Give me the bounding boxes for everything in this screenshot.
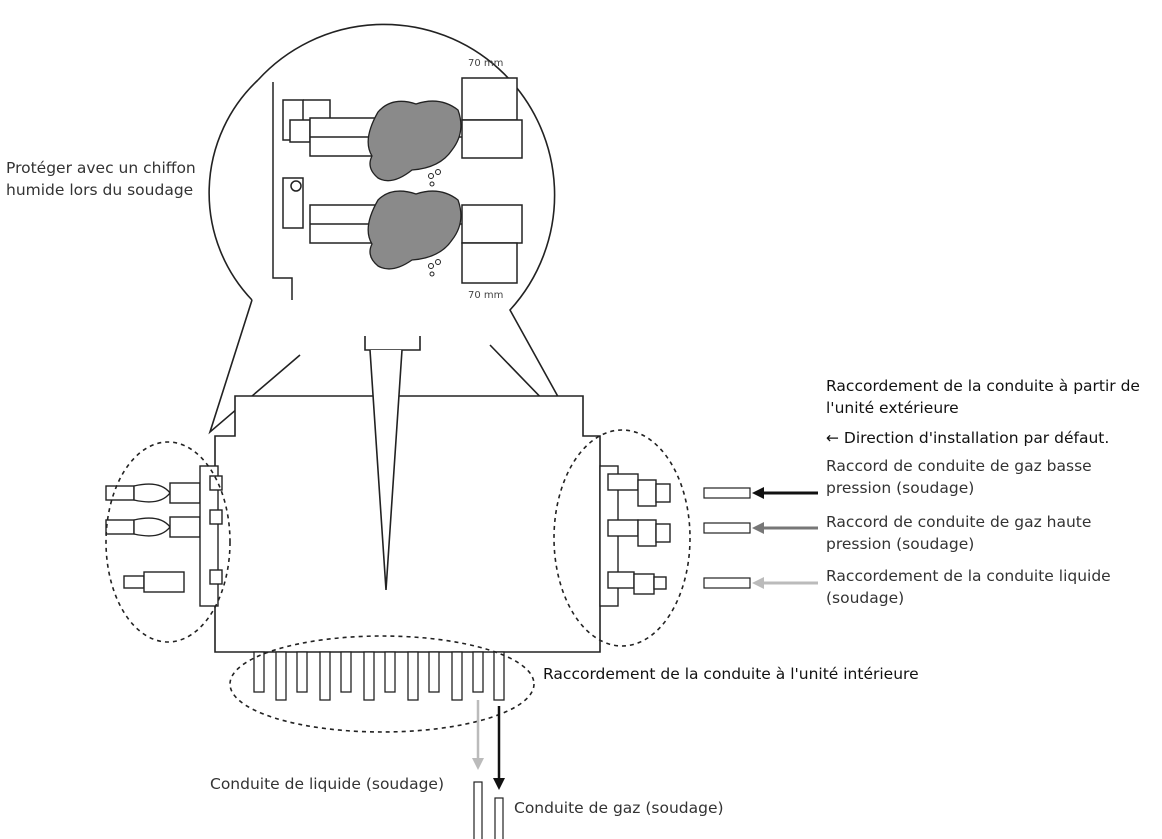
bottom-pipe-stubs <box>473 781 504 839</box>
outdoor-title-line1: Raccordement de la conduite à partir de <box>826 377 1140 395</box>
magnify-bubble-arc <box>208 79 259 301</box>
right-pipe-assembly <box>599 465 671 607</box>
gas-pipe-label: Conduite de gaz (soudage) <box>514 799 724 817</box>
bottom-notch <box>364 336 421 351</box>
liquid-pipe-label: Conduite de liquide (soudage) <box>210 775 445 793</box>
left-highlight-circle <box>105 441 231 643</box>
liquid-label-line2: (soudage) <box>826 589 905 607</box>
magnified-detail <box>208 23 583 441</box>
low-gas-arrow <box>752 487 818 499</box>
low-gas-label-line2: pression (soudage) <box>826 479 975 497</box>
dimension-bottom: 70 mm <box>468 290 503 301</box>
low-gas-label-line1: Raccord de conduite de gaz basse <box>826 457 1092 475</box>
outdoor-pipe-stubs <box>703 487 751 589</box>
main-unit-body <box>214 336 601 653</box>
pointer-wedge <box>369 349 403 591</box>
right-highlight-circle <box>553 429 691 647</box>
indoor-ports <box>253 651 505 701</box>
damp-cloths <box>367 100 462 270</box>
high-gas-label-line1: Raccord de conduite de gaz haute <box>826 513 1092 531</box>
detail-pipes <box>272 77 523 300</box>
gas-down-arrow <box>493 706 505 790</box>
liquid-arrow <box>752 577 818 589</box>
protect-label-line2: humide lors du soudage <box>6 181 194 199</box>
protect-label-line1: Protéger avec un chiffon <box>6 159 196 177</box>
water-drops <box>428 169 441 277</box>
cloth-top <box>367 100 462 182</box>
indoor-highlight-circle <box>229 635 535 733</box>
outdoor-title-line2: l'unité extérieure <box>826 399 959 417</box>
cloth-bottom <box>367 190 462 270</box>
liquid-label-line1: Raccordement de la conduite liquide <box>826 567 1111 585</box>
high-gas-arrow <box>752 522 818 534</box>
high-gas-label-line2: pression (soudage) <box>826 535 975 553</box>
liquid-down-arrow <box>472 700 484 770</box>
magnify-bubble <box>208 23 583 441</box>
dimension-top: 70 mm <box>468 58 503 69</box>
left-pipe-assembly <box>105 465 223 607</box>
indoor-connection-label: Raccordement de la conduite à l'unité in… <box>543 665 919 683</box>
default-direction-label: ← Direction d'installation par défaut. <box>826 429 1110 447</box>
